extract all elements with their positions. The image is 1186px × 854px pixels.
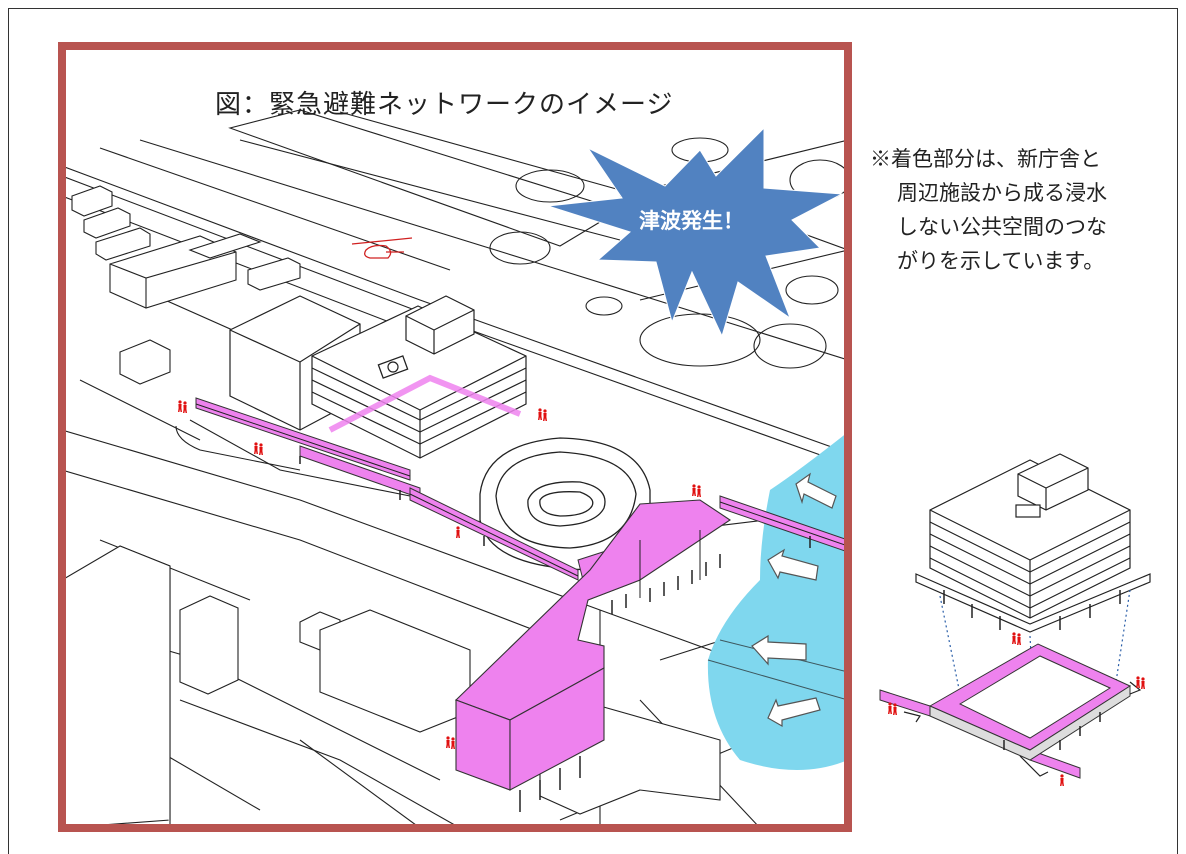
inset-deck	[879, 643, 1132, 779]
inset-pillars	[943, 590, 1121, 630]
park-circles	[489, 137, 848, 369]
city-hall	[311, 295, 527, 459]
walkway-deck	[454, 499, 731, 791]
tsunami-callout: 津波発生！	[639, 209, 744, 233]
city-hall-deck-outline	[328, 374, 522, 433]
illustration-frame	[58, 42, 852, 832]
page-title: 図：緊急避難ネットワークのイメージ	[215, 90, 674, 120]
flow-arrow-icon	[751, 472, 837, 728]
rotary	[479, 437, 651, 571]
flood-water	[707, 432, 848, 770]
main-illustration	[62, 46, 848, 828]
inset-diagram	[879, 453, 1151, 786]
legend-note: ※着色部分は、新庁舎と 周辺施設から成る浸水 しない公共空間のつな がりを示して…	[870, 142, 1170, 278]
city-blocks	[62, 185, 721, 828]
heliport-icon	[377, 355, 409, 379]
walkway-pillars	[299, 456, 811, 812]
note-line: 周辺施設から成る浸水	[897, 181, 1107, 205]
note-line: しない公共空間のつな	[897, 215, 1107, 239]
note-line: ※着色部分は、新庁舎と	[870, 147, 1101, 171]
inset-stairs	[903, 681, 1142, 777]
walkway-railings	[195, 403, 848, 598]
inset-building	[915, 453, 1151, 633]
helicopter-icon	[351, 237, 413, 259]
note-line: がりを示しています。	[897, 249, 1105, 273]
tsunami-burst	[547, 126, 844, 338]
